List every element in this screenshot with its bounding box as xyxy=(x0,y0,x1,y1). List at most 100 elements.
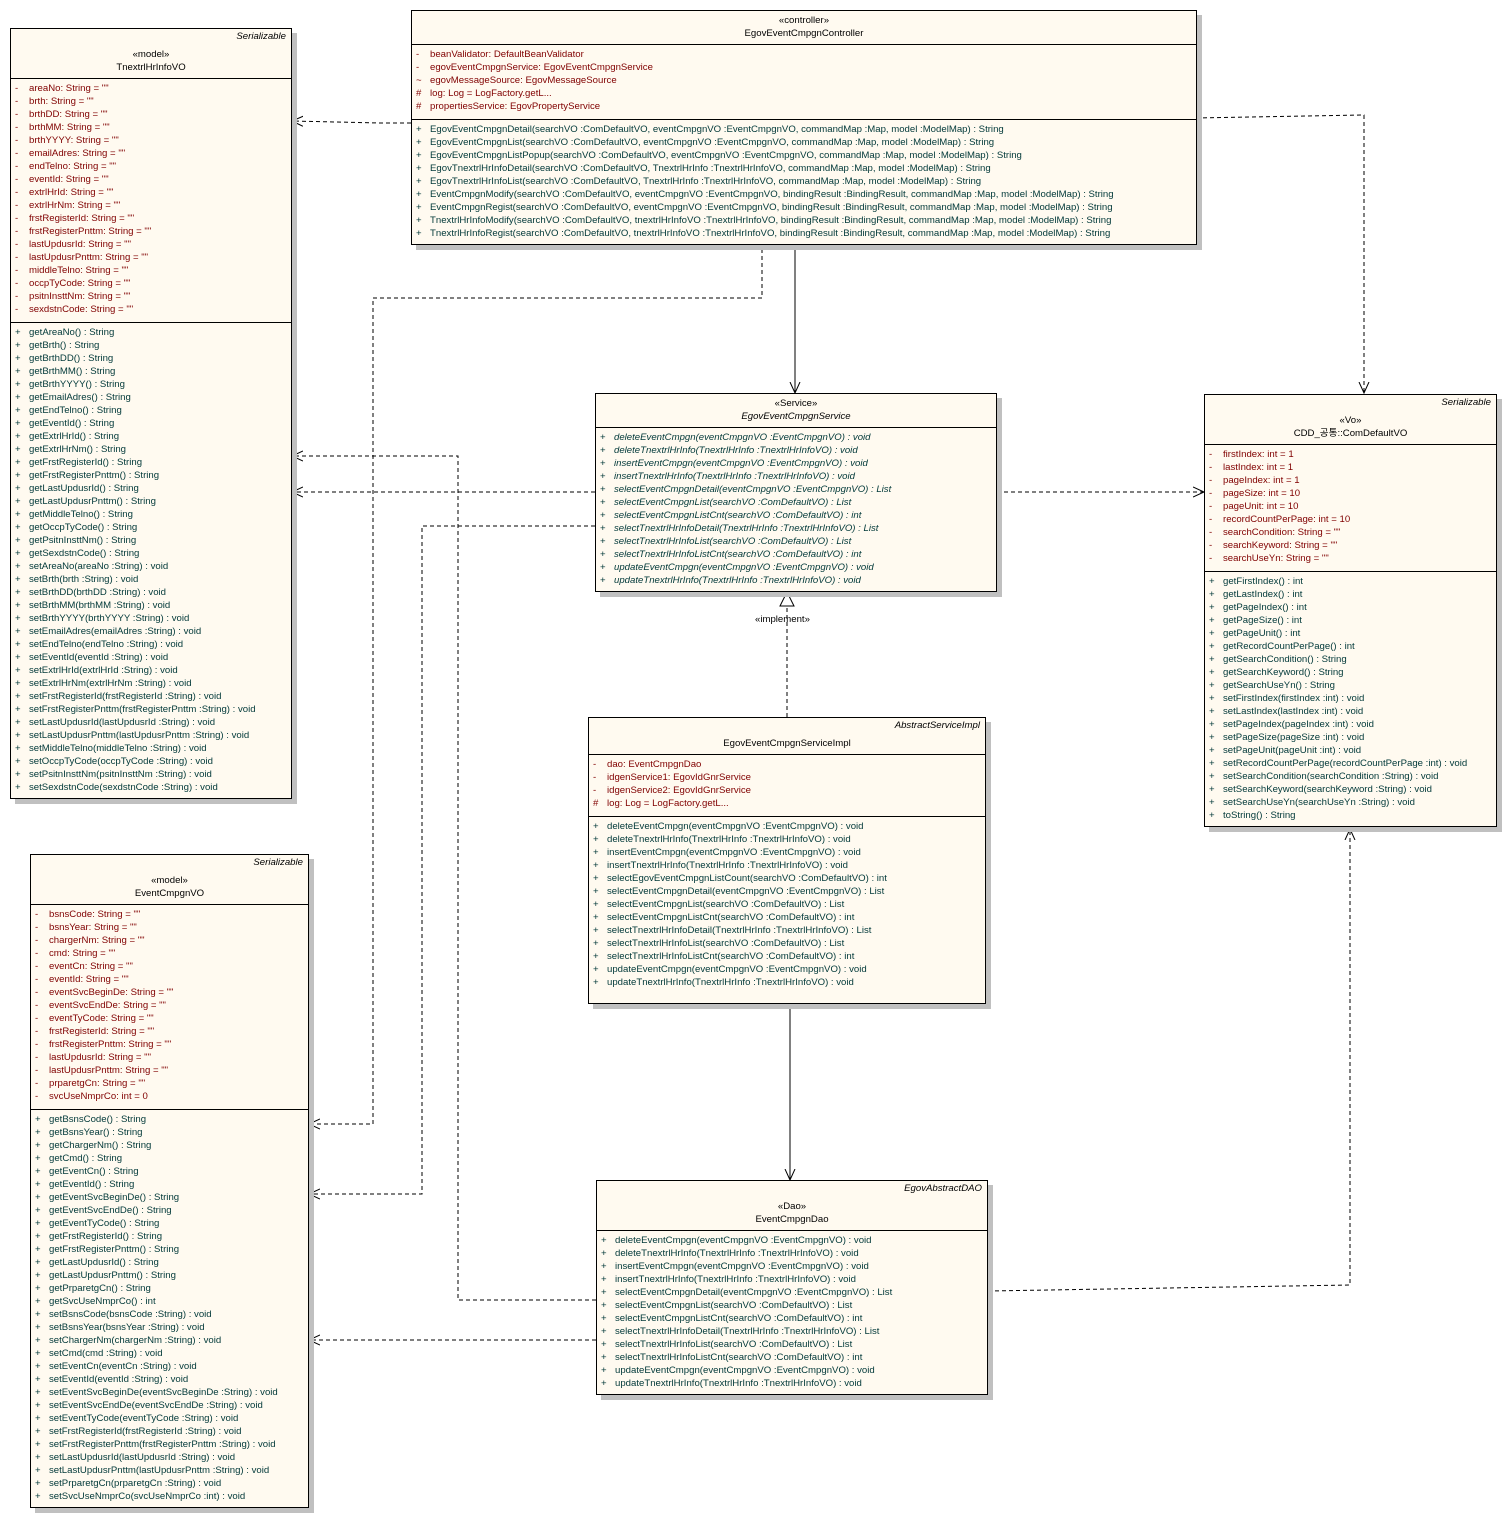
class-operation[interactable]: +setLastUpdusrId(lastUpdusrId :String) :… xyxy=(31,1451,308,1464)
class-attribute[interactable]: -brth: String = "" xyxy=(11,95,291,108)
class-operation[interactable]: +setOccpTyCode(occpTyCode :String) : voi… xyxy=(11,755,291,768)
class-attribute[interactable]: -pageUnit: int = 10 xyxy=(1205,500,1496,513)
class-operation[interactable]: +selectTnextrlHrInfoList(searchVO :ComDe… xyxy=(589,937,985,950)
class-operation[interactable]: +getFrstRegisterId() : String xyxy=(31,1230,308,1243)
class-attribute[interactable]: -areaNo: String = "" xyxy=(11,82,291,95)
class-attribute[interactable]: -firstIndex: int = 1 xyxy=(1205,448,1496,461)
class-attribute[interactable]: -beanValidator: DefaultBeanValidator xyxy=(412,48,1196,61)
class-operation[interactable]: +setFrstRegisterId(frstRegisterId :Strin… xyxy=(11,690,291,703)
class-operation[interactable]: +updateTnextrlHrInfo(TnextrlHrInfo :Tnex… xyxy=(589,976,985,989)
class-operation[interactable]: +getBrthDD() : String xyxy=(11,352,291,365)
class-operation[interactable]: +setEventSvcBeginDe(eventSvcBeginDe :Str… xyxy=(31,1386,308,1399)
class-operation[interactable]: +setEndTelno(endTelno :String) : void xyxy=(11,638,291,651)
class-attribute[interactable]: -svcUseNmprCo: int = 0 xyxy=(31,1090,308,1103)
class-attribute[interactable]: -searchCondition: String = "" xyxy=(1205,526,1496,539)
class-operation[interactable]: +getEventTyCode() : String xyxy=(31,1217,308,1230)
class-operation[interactable]: +getBsnsCode() : String xyxy=(31,1113,308,1126)
class-operation[interactable]: +selectEgovEventCmpgnListCount(searchVO … xyxy=(589,872,985,885)
class-attribute[interactable]: #log: Log = LogFactory.getL... xyxy=(589,797,985,810)
class-operation[interactable]: +setSearchCondition(searchCondition :Str… xyxy=(1205,770,1496,783)
class-operation[interactable]: +setPageSize(pageSize :int) : void xyxy=(1205,731,1496,744)
class-operation[interactable]: +selectTnextrlHrInfoList(searchVO :ComDe… xyxy=(596,535,996,548)
class-operation[interactable]: +deleteEventCmpgn(eventCmpgnVO :EventCmp… xyxy=(589,820,985,833)
class-tnextrl-hr-info-vo[interactable]: Serializable «model» TnextrlHrInfoVO -ar… xyxy=(10,28,292,799)
class-egov-event-cmpgn-service-impl[interactable]: AbstractServiceImpl EgovEventCmpgnServic… xyxy=(588,717,986,1004)
class-operation[interactable]: +getPageSize() : int xyxy=(1205,614,1496,627)
class-operation[interactable]: +selectTnextrlHrInfoListCnt(searchVO :Co… xyxy=(596,548,996,561)
class-operation[interactable]: +setLastUpdusrId(lastUpdusrId :String) :… xyxy=(11,716,291,729)
class-event-cmpgn-vo[interactable]: Serializable «model» EventCmpgnVO -bsnsC… xyxy=(30,854,309,1508)
class-operation[interactable]: +selectTnextrlHrInfoDetail(TnextrlHrInfo… xyxy=(596,522,996,535)
class-operation[interactable]: +selectTnextrlHrInfoDetail(TnextrlHrInfo… xyxy=(589,924,985,937)
class-operation[interactable]: +setFrstRegisterId(frstRegisterId :Strin… xyxy=(31,1425,308,1438)
class-operation[interactable]: +setChargerNm(chargerNm :String) : void xyxy=(31,1334,308,1347)
class-attribute[interactable]: -pageSize: int = 10 xyxy=(1205,487,1496,500)
class-operation[interactable]: +setEventSvcEndDe(eventSvcEndDe :String)… xyxy=(31,1399,308,1412)
class-operation[interactable]: +setEmailAdres(emailAdres :String) : voi… xyxy=(11,625,291,638)
class-operation[interactable]: +getEventSvcBeginDe() : String xyxy=(31,1191,308,1204)
class-operation[interactable]: +insertEventCmpgn(eventCmpgnVO :EventCmp… xyxy=(597,1260,987,1273)
class-operation[interactable]: +selectTnextrlHrInfoList(searchVO :ComDe… xyxy=(597,1338,987,1351)
class-operation[interactable]: +setBrthMM(brthMM :String) : void xyxy=(11,599,291,612)
class-attribute[interactable]: -middleTelno: String = "" xyxy=(11,264,291,277)
class-operation[interactable]: +getAreaNo() : String xyxy=(11,326,291,339)
class-attribute[interactable]: -lastUpdusrId: String = "" xyxy=(31,1051,308,1064)
class-operation[interactable]: +selectEventCmpgnListCnt(searchVO :ComDe… xyxy=(597,1312,987,1325)
class-attribute[interactable]: -eventTyCode: String = "" xyxy=(31,1012,308,1025)
class-operation[interactable]: +setAreaNo(areaNo :String) : void xyxy=(11,560,291,573)
class-operation[interactable]: +setRecordCountPerPage(recordCountPerPag… xyxy=(1205,757,1496,770)
class-operation[interactable]: +setCmd(cmd :String) : void xyxy=(31,1347,308,1360)
class-attribute[interactable]: -extrlHrId: String = "" xyxy=(11,186,291,199)
class-operation[interactable]: +getCmd() : String xyxy=(31,1152,308,1165)
class-operation[interactable]: +EgovEventCmpgnList(searchVO :ComDefault… xyxy=(412,136,1196,149)
class-operation[interactable]: +setLastUpdusrPnttm(lastUpdusrPnttm :Str… xyxy=(31,1464,308,1477)
class-operation[interactable]: +getSexdstnCode() : String xyxy=(11,547,291,560)
class-operation[interactable]: +getMiddleTelno() : String xyxy=(11,508,291,521)
class-operation[interactable]: +setPageIndex(pageIndex :int) : void xyxy=(1205,718,1496,731)
class-operation[interactable]: +TnextrlHrInfoModify(searchVO :ComDefaul… xyxy=(412,214,1196,227)
class-operation[interactable]: +deleteEventCmpgn(eventCmpgnVO :EventCmp… xyxy=(596,431,996,444)
class-operation[interactable]: +getPrparetgCn() : String xyxy=(31,1282,308,1295)
class-attribute[interactable]: -idgenService2: EgovIdGnrService xyxy=(589,784,985,797)
class-attribute[interactable]: -egovEventCmpgnService: EgovEventCmpgnSe… xyxy=(412,61,1196,74)
class-operation[interactable]: +getEventSvcEndDe() : String xyxy=(31,1204,308,1217)
class-operation[interactable]: +updateTnextrlHrInfo(TnextrlHrInfo :Tnex… xyxy=(597,1377,987,1390)
class-operation[interactable]: +insertTnextrlHrInfo(TnextrlHrInfo :Tnex… xyxy=(589,859,985,872)
class-operation[interactable]: +selectEventCmpgnList(searchVO :ComDefau… xyxy=(589,898,985,911)
class-operation[interactable]: +getPageIndex() : int xyxy=(1205,601,1496,614)
class-attribute[interactable]: -eventCn: String = "" xyxy=(31,960,308,973)
class-operation[interactable]: +setSearchUseYn(searchUseYn :String) : v… xyxy=(1205,796,1496,809)
class-attribute[interactable]: -brthDD: String = "" xyxy=(11,108,291,121)
class-operation[interactable]: +setFrstRegisterPnttm(frstRegisterPnttm … xyxy=(31,1438,308,1451)
class-operation[interactable]: +updateEventCmpgn(eventCmpgnVO :EventCmp… xyxy=(596,561,996,574)
class-operation[interactable]: +getEventCn() : String xyxy=(31,1165,308,1178)
class-attribute[interactable]: -searchUseYn: String = "" xyxy=(1205,552,1496,565)
class-operation[interactable]: +insertTnextrlHrInfo(TnextrlHrInfo :Tnex… xyxy=(596,470,996,483)
class-operation[interactable]: +getPageUnit() : int xyxy=(1205,627,1496,640)
class-attribute[interactable]: #log: Log = LogFactory.getL... xyxy=(412,87,1196,100)
class-operation[interactable]: +setBrthDD(brthDD :String) : void xyxy=(11,586,291,599)
class-operation[interactable]: +setExtrlHrId(extrlHrId :String) : void xyxy=(11,664,291,677)
class-attribute[interactable]: -eventId: String = "" xyxy=(31,973,308,986)
class-egov-event-cmpgn-service[interactable]: «Service» EgovEventCmpgnService +deleteE… xyxy=(595,393,997,592)
class-operation[interactable]: +getLastUpdusrId() : String xyxy=(11,482,291,495)
class-operation[interactable]: +EgovTnextrlHrInfoList(searchVO :ComDefa… xyxy=(412,175,1196,188)
class-operation[interactable]: +getBrthYYYY() : String xyxy=(11,378,291,391)
class-attribute[interactable]: -prparetgCn: String = "" xyxy=(31,1077,308,1090)
class-operation[interactable]: +insertEventCmpgn(eventCmpgnVO :EventCmp… xyxy=(589,846,985,859)
class-operation[interactable]: +setEventId(eventId :String) : void xyxy=(11,651,291,664)
class-operation[interactable]: +getSvcUseNmprCo() : int xyxy=(31,1295,308,1308)
class-operation[interactable]: +EventCmpgnModify(searchVO :ComDefaultVO… xyxy=(412,188,1196,201)
class-attribute[interactable]: -frstRegisterId: String = "" xyxy=(31,1025,308,1038)
class-operation[interactable]: +setEventCn(eventCn :String) : void xyxy=(31,1360,308,1373)
class-attribute[interactable]: -frstRegisterId: String = "" xyxy=(11,212,291,225)
class-operation[interactable]: +insertTnextrlHrInfo(TnextrlHrInfo :Tnex… xyxy=(597,1273,987,1286)
class-egov-event-cmpgn-controller[interactable]: «controller» EgovEventCmpgnController -b… xyxy=(411,10,1197,245)
class-operation[interactable]: +getFrstRegisterPnttm() : String xyxy=(11,469,291,482)
class-operation[interactable]: +setSexdstnCode(sexdstnCode :String) : v… xyxy=(11,781,291,794)
class-operation[interactable]: +insertEventCmpgn(eventCmpgnVO :EventCmp… xyxy=(596,457,996,470)
class-attribute[interactable]: -brthYYYY: String = "" xyxy=(11,134,291,147)
class-operation[interactable]: +updateEventCmpgn(eventCmpgnVO :EventCmp… xyxy=(597,1364,987,1377)
class-attribute[interactable]: -bsnsCode: String = "" xyxy=(31,908,308,921)
class-com-default-vo[interactable]: Serializable «Vo» CDD_공통::ComDefaultVO -… xyxy=(1204,394,1497,827)
